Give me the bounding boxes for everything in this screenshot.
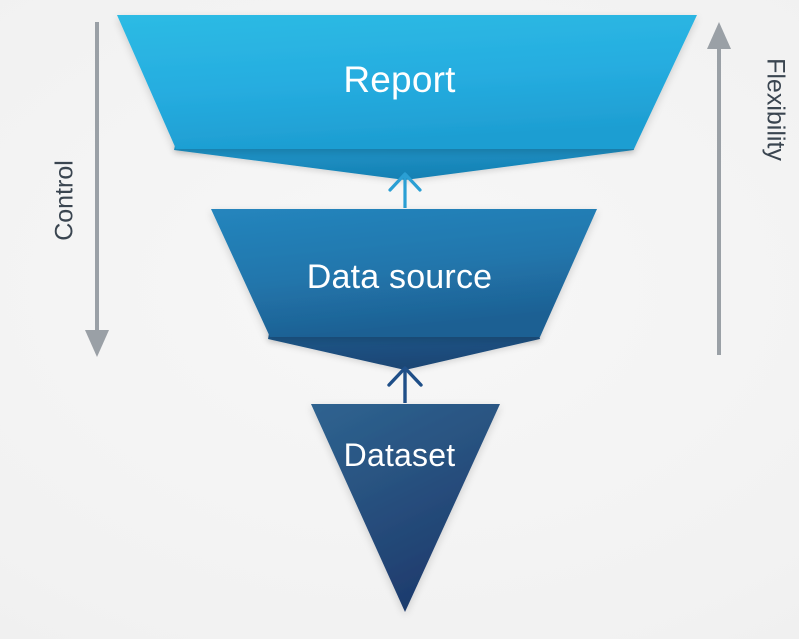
funnel-level-report[interactable] [117,15,697,180]
control-axis-label: Control [50,160,79,241]
data-source-label: Data source [306,258,493,296]
report-body [117,15,697,149]
report-label: Report [343,59,456,100]
arrowhead-up-icon [387,366,423,387]
axis-flexibility [707,22,731,355]
funnel-level-dataset[interactable] [311,404,500,612]
dataset-label: Dataset [343,437,456,473]
dataset-body [311,404,500,612]
data-source-fold [268,328,540,370]
arrowhead-up-icon [388,172,422,192]
data-source-body [211,209,597,337]
connector-dataset-to-data-source [387,366,423,403]
flexibility-axis-label: Flexibility [761,58,790,161]
arrow-up-icon [707,22,731,49]
funnel-level-data-source[interactable] [211,209,597,370]
axis-control [85,22,109,357]
arrow-down-icon [85,330,109,357]
report-fold [174,141,634,180]
connector-data-source-to-report [388,172,422,208]
